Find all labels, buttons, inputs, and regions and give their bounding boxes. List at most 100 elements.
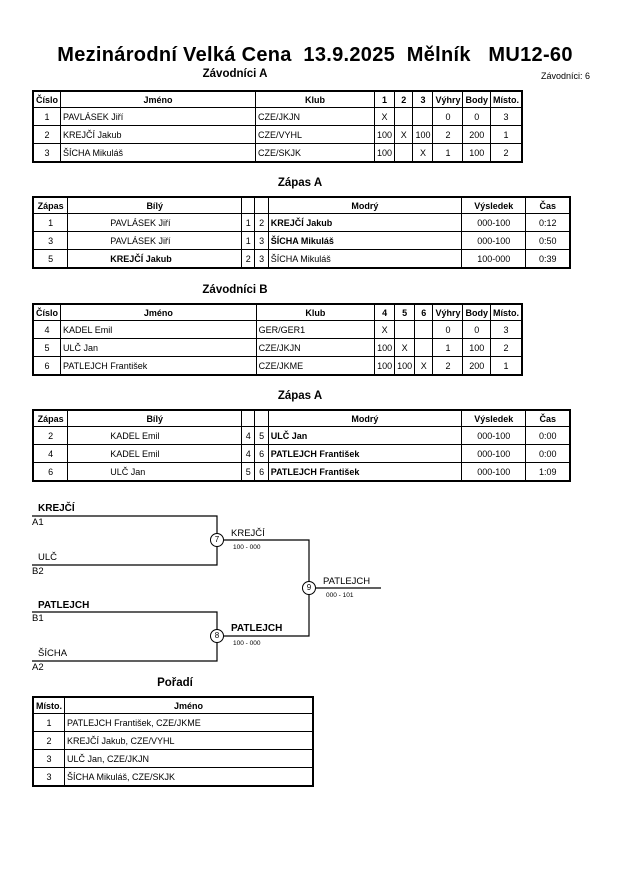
cell-score: X bbox=[394, 125, 414, 144]
cell-blue-no: 5 bbox=[254, 426, 269, 445]
cell-result: 000-100 bbox=[461, 444, 527, 463]
bracket-bot1-seed: B1 bbox=[32, 613, 44, 624]
cell-score bbox=[414, 338, 434, 357]
cell-place: 2 bbox=[489, 338, 523, 357]
match-7-marker: 7 bbox=[210, 533, 224, 547]
cell-blue: ŠÍCHA Mikuláš bbox=[267, 231, 463, 250]
ranking-title: Pořadí bbox=[157, 677, 193, 689]
cell-time: 0:50 bbox=[525, 231, 571, 250]
table-row: 3 ULČ Jan, CZE/JKJN bbox=[32, 749, 314, 768]
group-a-table: Číslo Jméno Klub 1 2 3 Výhry Body Místo.… bbox=[32, 90, 523, 163]
cell-club: CZE/JKJN bbox=[255, 338, 376, 357]
cell-time: 1:09 bbox=[525, 462, 571, 482]
cell-club: CZE/SKJK bbox=[254, 143, 376, 163]
cell-score: X bbox=[414, 356, 434, 376]
cell-blue: ŠÍCHA Mikuláš bbox=[267, 249, 463, 269]
match-7-winner: KREJČÍ bbox=[231, 528, 265, 539]
bracket-bot2-seed: A2 bbox=[32, 662, 44, 673]
cell-score: X bbox=[412, 143, 434, 163]
bracket-top2-name: ULČ bbox=[38, 552, 58, 563]
bracket-bot2-name: ŠÍCHA bbox=[38, 648, 68, 659]
cell-wins: 1 bbox=[432, 338, 464, 357]
cell-points: 100 bbox=[462, 338, 491, 357]
cell-blue-no: 6 bbox=[254, 444, 269, 463]
table-row: 6 ULČ Jan 5 6 PATLEJCH František 000-100… bbox=[32, 462, 571, 482]
cell-result: 100-000 bbox=[461, 249, 527, 269]
bracket-bot1-name: PATLEJCH bbox=[38, 600, 90, 611]
cell-score bbox=[394, 143, 414, 163]
table-header-row: Místo. Jméno bbox=[32, 696, 314, 714]
ranking-table: Místo. Jméno 1 PATLEJCH František, CZE/J… bbox=[32, 696, 314, 787]
cell-name: PATLEJCH František, CZE/JKME bbox=[64, 713, 314, 732]
cell-blue-no: 3 bbox=[254, 249, 269, 269]
cell-blue: PATLEJCH František bbox=[267, 462, 463, 482]
table-row: 4 KADEL Emil GER/GER1 X 0 0 3 bbox=[32, 320, 523, 339]
cell-time: 0:39 bbox=[525, 249, 571, 269]
table-row: 2 KREJČÍ Jakub, CZE/VYHL bbox=[32, 731, 314, 750]
cell-points: 100 bbox=[462, 143, 491, 163]
cell-name: KREJČÍ Jakub bbox=[60, 125, 256, 144]
cell-wins: 0 bbox=[432, 320, 464, 339]
page-title: Mezinárodní Velká Cena 13.9.2025 Mělník … bbox=[57, 44, 573, 66]
table-row: 5 ULČ Jan CZE/JKJN 100 X 1 100 2 bbox=[32, 338, 523, 357]
cell-wins: 2 bbox=[432, 356, 464, 376]
cell-white: KREJČÍ Jakub bbox=[67, 249, 243, 269]
cell-place: 2 bbox=[32, 731, 65, 750]
cell-blue: PATLEJCH František bbox=[267, 444, 463, 463]
cell-name: KREJČÍ Jakub, CZE/VYHL bbox=[64, 731, 314, 750]
cell-place: 1 bbox=[489, 125, 523, 144]
cell-name: ULČ Jan bbox=[60, 338, 257, 357]
col-place: Místo. bbox=[489, 303, 523, 321]
match-9-score: 000 - 101 bbox=[326, 592, 354, 599]
bracket-top2-seed: B2 bbox=[32, 566, 44, 577]
cell-name: ŠÍCHA Mikuláš, CZE/SKJK bbox=[64, 767, 314, 787]
cell-result: 000-100 bbox=[461, 231, 527, 250]
cell-club: CZE/JKME bbox=[255, 356, 376, 376]
matches-b-title: Zápas A bbox=[277, 390, 323, 402]
cell-place: 3 bbox=[32, 749, 65, 768]
col-place: Místo. bbox=[32, 696, 65, 714]
col-wins: Výhry bbox=[432, 90, 464, 108]
cell-place: 1 bbox=[32, 713, 65, 732]
table-row: 6 PATLEJCH František CZE/JKME 100 100 X … bbox=[32, 356, 523, 376]
table-header-row: Zápas Bílý Modrý Výsledek Čas bbox=[32, 409, 571, 427]
bracket-top1-seed: A1 bbox=[32, 517, 44, 528]
match-9-winner: PATLEJCH bbox=[323, 576, 371, 587]
match-7-score: 100 - 000 bbox=[233, 544, 261, 551]
table-header-row: Číslo Jméno Klub 4 5 6 Výhry Body Místo. bbox=[32, 303, 523, 321]
col-time: Čas bbox=[525, 196, 571, 214]
table-row: 3 ŠÍCHA Mikuláš, CZE/SKJK bbox=[32, 767, 314, 787]
table-row: 2 KREJČÍ Jakub CZE/VYHL 100 X 100 2 200 … bbox=[32, 125, 523, 144]
table-row: 1 PATLEJCH František, CZE/JKME bbox=[32, 713, 314, 732]
cell-blue-no: 3 bbox=[254, 231, 269, 250]
table-row: 4 KADEL Emil 4 6 PATLEJCH František 000-… bbox=[32, 444, 571, 463]
table-row: 2 KADEL Emil 4 5 ULČ Jan 000-100 0:00 bbox=[32, 426, 571, 445]
matches-a-table: Zápas Bílý Modrý Výsledek Čas 1 PAVLÁSEK… bbox=[32, 196, 571, 269]
cell-score: 100 bbox=[412, 125, 434, 144]
cell-white: ULČ Jan bbox=[67, 462, 243, 482]
cell-time: 0:00 bbox=[525, 444, 571, 463]
group-a-title: Závodníci A bbox=[202, 68, 268, 80]
col-name: Jméno bbox=[64, 696, 314, 714]
match-8-marker: 8 bbox=[210, 629, 224, 643]
group-b-title: Závodníci B bbox=[202, 284, 268, 296]
cell-place: 3 bbox=[32, 767, 65, 787]
match-9-marker: 9 bbox=[302, 581, 316, 595]
cell-wins: 1 bbox=[432, 143, 464, 163]
table-row: 5 KREJČÍ Jakub 2 3 ŠÍCHA Mikuláš 100-000… bbox=[32, 249, 571, 269]
matches-b-table: Zápas Bílý Modrý Výsledek Čas 2 KADEL Em… bbox=[32, 409, 571, 482]
cell-result: 000-100 bbox=[461, 462, 527, 482]
cell-place: 1 bbox=[489, 356, 523, 376]
table-row: 3 ŠÍCHA Mikuláš CZE/SKJK 100 X 1 100 2 bbox=[32, 143, 523, 163]
matches-a-title: Zápas A bbox=[277, 177, 323, 189]
cell-blue-no: 2 bbox=[254, 213, 269, 232]
match-8-score: 100 - 000 bbox=[233, 640, 261, 647]
cell-wins: 2 bbox=[432, 125, 464, 144]
table-row: 3 PAVLÁSEK Jiří 1 3 ŠÍCHA Mikuláš 000-10… bbox=[32, 231, 571, 250]
cell-name: ULČ Jan, CZE/JKJN bbox=[64, 749, 314, 768]
match-8-winner: PATLEJCH bbox=[231, 623, 283, 634]
cell-blue-no: 6 bbox=[254, 462, 269, 482]
bracket-top1-name: KREJČÍ bbox=[38, 503, 75, 514]
cell-name: PATLEJCH František bbox=[60, 356, 257, 376]
cell-place: 2 bbox=[489, 143, 523, 163]
